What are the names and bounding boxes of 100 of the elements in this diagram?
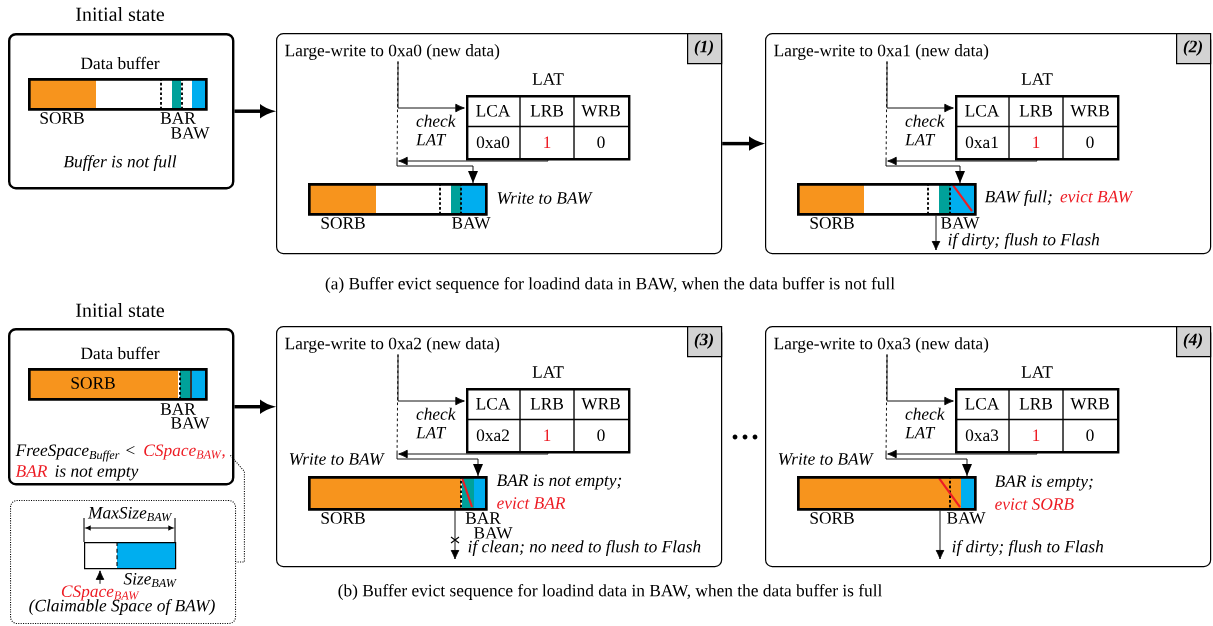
region-label: BAR (160, 112, 196, 124)
step-panel (276, 33, 723, 255)
table-cell: 0xa0 (476, 136, 510, 149)
table-cell: 0 (1086, 429, 1094, 442)
leader-line (229, 454, 245, 563)
table-cell: LCA (476, 104, 511, 117)
region-label: BAW (947, 512, 986, 524)
step-number-tab: (3) (687, 326, 723, 358)
arrow (886, 354, 954, 406)
step-panel (765, 33, 1212, 255)
table-title: LAT (1021, 73, 1053, 85)
arrow (95, 570, 105, 585)
arrow (234, 105, 273, 118)
edge-label: if dirty; flush to Flash (946, 231, 1102, 251)
condition-text: is not empty (55, 465, 139, 481)
arrow (885, 354, 972, 477)
note-text: BAW full; (984, 190, 1052, 206)
arrow (398, 156, 549, 166)
box-title: Data buffer (80, 56, 160, 70)
table-cell: WRB (1070, 397, 1109, 410)
arrow (887, 449, 1038, 459)
table-cell: LCA (965, 397, 1000, 410)
step-panel (765, 326, 1212, 568)
arrow (885, 61, 965, 184)
arrow (931, 215, 941, 251)
region-label: BAR (465, 512, 501, 524)
step-number-tab: (2) (1176, 33, 1212, 65)
region-label: SORB (810, 512, 854, 524)
condition-text: BAR (15, 465, 48, 477)
arrow (887, 156, 1038, 166)
step-title: Large-write to 0xa1 (new data) (774, 44, 989, 60)
edge-label: check LAT (903, 406, 955, 440)
edge-label: check LAT (903, 113, 955, 147)
arrow (397, 354, 465, 406)
table-cell: 0xa2 (476, 429, 509, 442)
region-label: SORB (810, 217, 854, 229)
edge-label: check LAT (414, 113, 466, 147)
arrow (935, 510, 945, 560)
note-text: Buffer is not full (63, 155, 177, 171)
step-panel (276, 326, 723, 568)
region-label: SORB (321, 217, 365, 229)
table-title: LAT (532, 366, 564, 378)
region-label: BAR (160, 403, 196, 415)
note-text: BAR is empty; (994, 475, 1093, 491)
condition-text: CSpace$_{BAW}$, (144, 444, 225, 460)
heading: Initial state (76, 7, 165, 22)
arrow (396, 61, 478, 184)
table-cell: LCA (965, 104, 1000, 117)
table-title: LAT (1021, 366, 1053, 378)
table-cell: 0 (597, 429, 605, 442)
region-label: BAW (452, 217, 491, 229)
edge-label: if dirty; flush to Flash (950, 538, 1106, 558)
step-title: Large-write to 0xa3 (new data) (774, 337, 989, 353)
table-cell: 0xa3 (965, 429, 999, 442)
note-text: evict SORB (995, 498, 1074, 510)
table-cell: 0 (1086, 136, 1094, 149)
note-text: evict BAW (1060, 190, 1134, 203)
region-label: BAW (171, 417, 210, 429)
edge-label: if clean; no need to flush to Flash (466, 538, 703, 558)
table-cell: 1 (1033, 429, 1040, 441)
table-cell: 0 (597, 136, 605, 149)
region-label: SORB (321, 512, 365, 524)
region-label: BAW (474, 527, 513, 539)
arrow (886, 61, 954, 113)
edge-label: Write to BAW (776, 451, 874, 467)
arrow (397, 61, 465, 113)
region-label: BAW (941, 217, 980, 229)
table-cell: LCA (476, 397, 511, 410)
table-title: LAT (532, 73, 564, 85)
caption: (a) Buffer evict sequence for loadind data in BAW, when the data buffer is not full (325, 277, 895, 293)
table-cell: WRB (581, 397, 620, 410)
variable-label: Size$_{BAW}$ (123, 572, 177, 588)
region-label: BAW (171, 127, 210, 139)
arrow (450, 510, 460, 560)
table-cell: LRB (530, 105, 563, 117)
table-cell: LRB (530, 398, 563, 410)
table-cell: LRB (1019, 398, 1052, 410)
table-cell: 1 (544, 429, 551, 441)
region-label: SORB (40, 112, 84, 124)
note-text: (Claimable Space of BAW) (29, 599, 215, 615)
note-text: BAR is not empty; (496, 474, 622, 490)
variable-label: CSpace$_{BAW}$ (61, 585, 140, 601)
box-title: Data buffer (80, 346, 160, 360)
table-cell: 0xa1 (965, 136, 998, 149)
dimension-label: MaxSize$_{BAW}$ (87, 506, 173, 522)
condition-text: FreeSpace$_{Buffer}$ < (15, 444, 135, 462)
arrow (234, 400, 273, 413)
region-label: SORB (71, 377, 115, 389)
table-cell: LRB (1019, 105, 1052, 117)
table-cell: WRB (1070, 104, 1109, 117)
table-cell: 1 (1033, 136, 1040, 148)
step-title: Large-write to 0xa2 (new data) (285, 337, 500, 353)
step-title: Large-write to 0xa0 (new data) (285, 44, 500, 60)
edge-label: check LAT (414, 406, 466, 440)
arrow (396, 354, 483, 477)
arrow (398, 449, 549, 459)
table-cell: WRB (581, 104, 620, 117)
caption: (b) Buffer evict sequence for loadind data in BAW, when the data buffer is full (338, 584, 882, 600)
edge-label: Write to BAW (287, 451, 385, 467)
note-text: Write to BAW (497, 192, 593, 204)
